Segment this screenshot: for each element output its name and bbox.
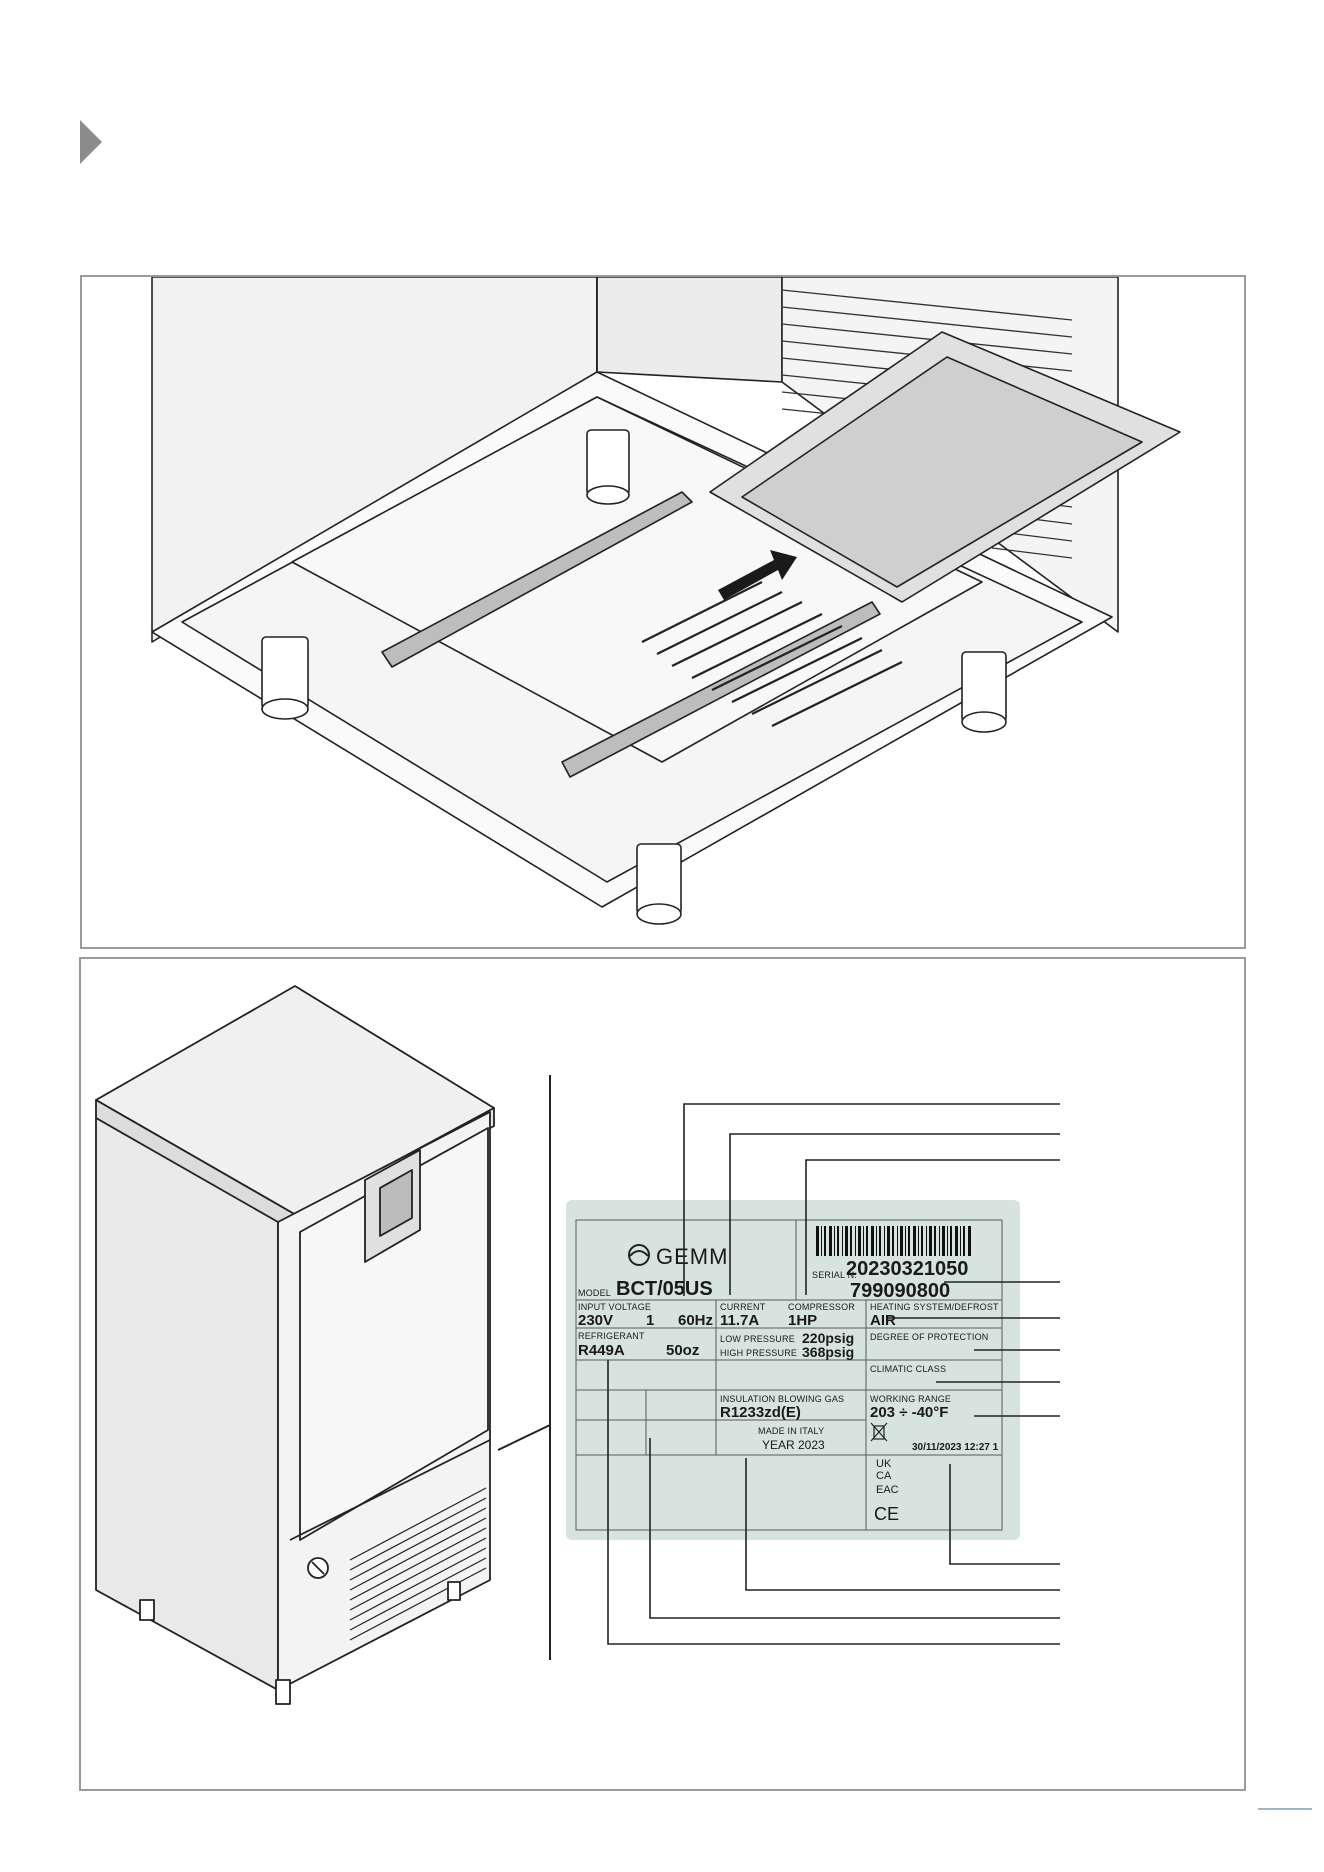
section-marker-icon: [80, 120, 102, 164]
insulation-value: R1233zd(E): [720, 1404, 801, 1421]
voltage-value: 230V: [578, 1312, 614, 1329]
protection-caption: DEGREE OF PROTECTION: [870, 1332, 989, 1342]
weee-bin-icon: [870, 1422, 888, 1442]
compressor-caption: COMPRESSOR: [788, 1302, 856, 1312]
insulation-caption: INSULATION BLOWING GAS: [720, 1394, 845, 1404]
gemm-logo-icon: [628, 1244, 650, 1266]
ukca-mark-top: UK: [876, 1458, 892, 1470]
nameplate-grid: [575, 1219, 1003, 1531]
refrigerant-value: R449A: [578, 1342, 625, 1359]
brand-name: GEMM: [656, 1244, 729, 1269]
refrigerant-caption: REFRIGERANT: [578, 1331, 645, 1341]
low-pressure-value: 220psig: [802, 1330, 855, 1346]
input-voltage-caption: INPUT VOLTAGE: [578, 1302, 652, 1312]
high-pressure-caption: HIGH PRESSURE: [720, 1348, 798, 1358]
rating-nameplate: GEMM SERIAL N. 20230321050 MODEL BCT/05U…: [566, 1200, 1020, 1540]
timestamp: 30/11/2023 12:27 1: [912, 1442, 999, 1453]
serial-caption: SERIAL N.: [812, 1270, 857, 1280]
callout-leader-lines: [607, 1103, 1060, 1645]
high-pressure-value: 368psig: [802, 1344, 855, 1360]
page-footer-rule: [1258, 1808, 1312, 1810]
ukca-mark-bottom: CA: [876, 1470, 892, 1482]
low-pressure-caption: LOW PRESSURE: [720, 1334, 795, 1344]
refrigerant-charge: 50oz: [666, 1342, 700, 1359]
made-in-caption: MADE IN ITALY: [758, 1426, 825, 1436]
product-code: 799090800: [850, 1280, 951, 1302]
frequency-value: 60Hz: [678, 1312, 714, 1329]
blast-chiller-cabinet-illustration: [95, 985, 551, 1705]
current-caption: CURRENT: [720, 1302, 766, 1312]
ce-mark: CE: [874, 1504, 900, 1524]
model-caption: MODEL: [578, 1288, 612, 1298]
cabinet-underside-illustration: [151, 277, 1181, 925]
model-value: BCT/05US: [616, 1278, 713, 1300]
heating-caption: HEATING SYSTEM/DEFROST: [870, 1302, 999, 1312]
heating-value: AIR: [870, 1312, 896, 1329]
working-caption: WORKING RANGE: [870, 1394, 952, 1404]
working-range-value: 203 ÷ -40°F: [870, 1404, 949, 1421]
year-value: YEAR 2023: [762, 1438, 825, 1452]
current-value: 11.7A: [720, 1312, 760, 1329]
climatic-caption: CLIMATIC CLASS: [870, 1364, 947, 1374]
serial-number: 20230321050: [846, 1258, 969, 1280]
barcode-icon: [816, 1226, 971, 1256]
eac-mark: EAC: [876, 1484, 899, 1496]
illustration-panel-top: [80, 275, 1246, 949]
compressor-value: 1HP: [788, 1312, 818, 1329]
phase-value: 1: [646, 1312, 655, 1329]
